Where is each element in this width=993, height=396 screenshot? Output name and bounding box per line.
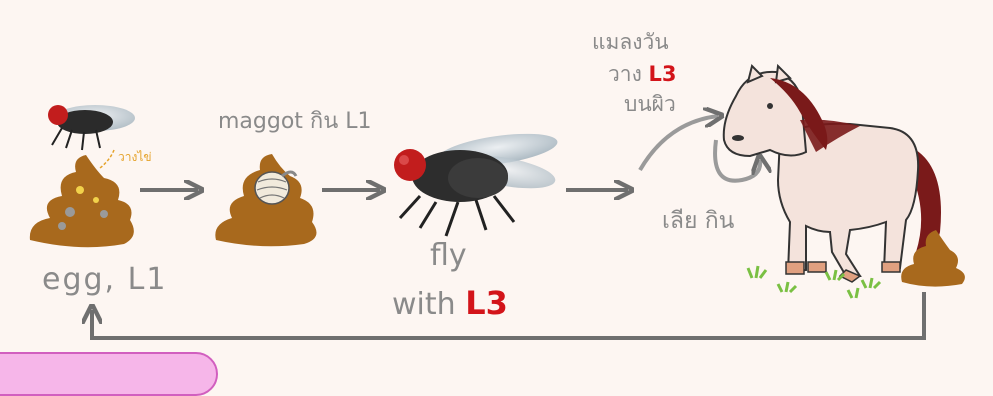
dung-maggot-icon [215,154,317,247]
l3-text: L3 [465,284,508,322]
fly-lays-line1: แมลงวัน [592,30,669,54]
horse-dung-icon [901,230,965,287]
pink-tab [0,352,218,396]
fly-lays-line2: วาง L3 [608,58,677,91]
fly-with-l3-label: with L3 [392,284,508,322]
lay-eggs-label: วางไข่ [118,150,152,164]
arrow-lick-eat [713,139,760,183]
lick-eat-label: เลีย กิน [662,208,735,234]
dung-eggs-icon [29,155,134,248]
return-arrow [92,292,926,340]
fly-lays-line3: บนผิว [624,92,676,116]
life-cycle-diagram [29,63,965,340]
arrow-lay-on-skin [638,116,718,172]
fly-label: fly [430,238,467,273]
lay-text: วาง [608,62,642,86]
with-text: with [392,287,456,322]
maggot-label: maggot กิน L1 [218,109,372,134]
small-fly-icon [48,105,135,151]
grass-icon [746,265,882,299]
egg-l1-label: egg, L1 [42,262,168,297]
big-fly-icon [394,133,558,237]
l3-text-2: L3 [648,62,677,86]
horse-icon [722,63,941,283]
